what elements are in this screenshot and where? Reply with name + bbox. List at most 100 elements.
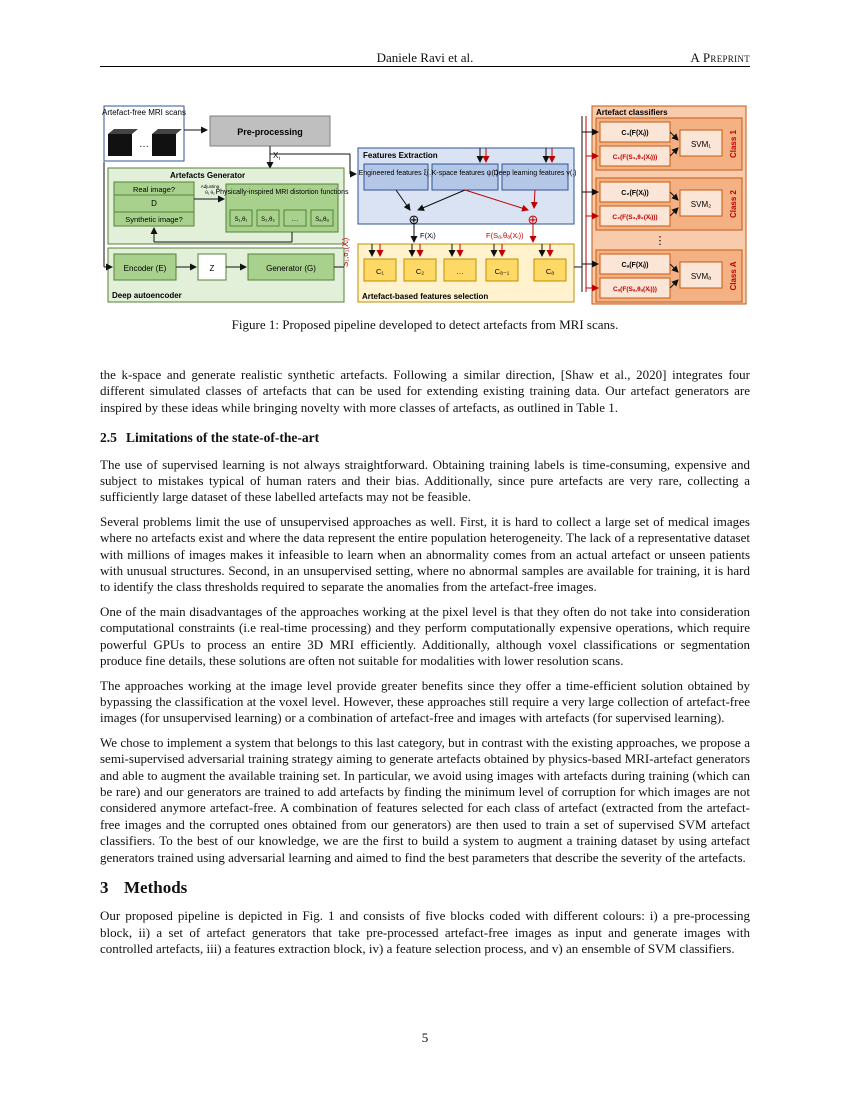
selection-box xyxy=(485,258,519,282)
section-3-heading: 3 Methods xyxy=(100,877,750,897)
selection-box-label: C₁ xyxy=(376,267,384,276)
selection-box xyxy=(363,258,397,282)
class-feature-top-label: C₁(F(Xᵢ)) xyxy=(621,130,648,137)
paragraph: We chose to implement a system that belo… xyxy=(100,734,750,865)
classifiers-title: Artefact classifiers xyxy=(596,108,668,117)
mri-ellipsis: … xyxy=(139,139,149,150)
svm-input-arrow xyxy=(669,147,679,157)
svm-input-arrow xyxy=(669,279,679,289)
section-2-5-heading: 2.5 Limitations of the state-of-the-art xyxy=(100,430,750,446)
z-box xyxy=(197,253,227,281)
mri-input-label: Artefact-free MRI scans xyxy=(102,108,186,117)
section-title: Limitations of the state-of-the-art xyxy=(126,430,320,446)
kspace-label: K-space features ψ(.) xyxy=(432,170,498,177)
z-label: Z xyxy=(210,264,215,273)
engineered-box xyxy=(363,163,429,191)
deep-learning-box xyxy=(501,163,569,191)
svm-label: SVM₂ xyxy=(691,200,711,209)
class-feature-bottom-label: C₁(F(S₁,θ₁(Xᵢ))) xyxy=(613,154,658,161)
paragraph: The use of supervised learning is not al… xyxy=(100,456,750,505)
s-dots-label: … xyxy=(292,216,299,223)
sa-box xyxy=(310,209,334,227)
mri-cube-1-top xyxy=(108,129,138,134)
running-header: Daniele Ravi et al. A Preprint xyxy=(100,50,750,66)
svm-input-arrow xyxy=(669,263,679,273)
body-text: the k-space and generate realistic synth… xyxy=(100,367,750,966)
header-author: Daniele Ravi et al. xyxy=(376,50,474,65)
fs-label: F(Sₐ,θₐ(Xᵢ)) xyxy=(486,231,524,240)
svm-input-arrow xyxy=(669,207,679,217)
oplus-2: ⊕ xyxy=(528,212,539,227)
selection-box-label: … xyxy=(456,267,464,276)
svm-input-arrow xyxy=(669,191,679,201)
header-tag: A Preprint xyxy=(690,50,750,65)
engineered-label: Engineered features ξ(.) xyxy=(359,170,434,177)
encoder-label: Encoder (E) xyxy=(124,264,167,273)
mri-cube-2-top xyxy=(152,129,182,134)
class-feature-bottom-label: C₂(F(S₂,θ₂(Xᵢ))) xyxy=(612,214,657,221)
figure-caption: Figure 1: Proposed pipeline developed to… xyxy=(231,317,619,332)
svm-input-arrow xyxy=(669,131,679,141)
theta-label: θ₁ θ₂ xyxy=(205,190,215,195)
preprocessing-box xyxy=(209,115,331,147)
kspace-box xyxy=(431,163,499,191)
svm-box xyxy=(679,261,723,289)
page-number: 5 xyxy=(421,1030,429,1045)
paragraph: One of the main disadvantages of the app… xyxy=(100,603,750,669)
d-label: D xyxy=(151,199,157,208)
sa-label: Sₐ,θₐ xyxy=(315,217,329,223)
mri-cube-2 xyxy=(152,134,176,156)
selection-box xyxy=(403,258,437,282)
classifiers-vdots: ⋮ xyxy=(655,235,666,247)
encoder-box xyxy=(113,253,177,281)
artefacts-generator-title: Artefacts Generator xyxy=(170,171,245,180)
selection-box-label: Cₐ₋₁ xyxy=(495,267,510,276)
xi-label: X xyxy=(273,151,279,160)
class-label: Class A xyxy=(729,261,738,290)
section-title: Methods xyxy=(124,877,188,897)
selection-box xyxy=(533,258,567,282)
deep-autoencoder-title: Deep autoencoder xyxy=(112,291,182,300)
pipeline-figure: Artefact-free MRI scans … Pre-processing… xyxy=(100,102,750,307)
svm-label: SVM₁ xyxy=(691,140,711,149)
synthetic-image-label: Synthetic image? xyxy=(125,215,183,224)
s-dots-box xyxy=(283,209,307,227)
generator-box xyxy=(247,253,335,281)
class-groups: C₁(F(Xᵢ)) C₁(F(S₁,θ₁(Xᵢ))) SVM₁ Class 1 C₂(F… xyxy=(582,117,743,303)
selection-box-label: Cₐ xyxy=(546,267,554,276)
section-number: 3 xyxy=(100,877,109,897)
deep-learning-label: Deep learning features γ(.) xyxy=(494,170,577,177)
preprocessing-label: Pre-processing xyxy=(237,127,303,137)
real-image-label: Real image? xyxy=(133,185,175,194)
class-label: Class 1 xyxy=(729,129,738,158)
svm-label: SVMₐ xyxy=(691,272,712,281)
physics-title: Physically-inspired MRI distortion funct… xyxy=(215,189,349,196)
s1-box xyxy=(229,209,253,227)
s2-box xyxy=(256,209,280,227)
generator-label: Generator (G) xyxy=(266,264,316,273)
svm-box xyxy=(679,129,723,157)
adjusting-label: Adjusting xyxy=(201,184,220,189)
discriminator-box xyxy=(113,181,195,227)
pipeline-diagram: Artefact-free MRI scans … Pre-processing… xyxy=(102,105,747,305)
paragraph-intro: the k-space and generate realistic synth… xyxy=(100,367,750,415)
paragraph: Several problems limit the use of unsupe… xyxy=(100,513,750,595)
paragraph: Our proposed pipeline is depicted in Fig… xyxy=(100,908,750,957)
section-number: 2.5 xyxy=(100,430,117,446)
side-s-label: S₁,θ₁(Xᵢ) xyxy=(341,237,350,267)
features-extraction-title: Features Extraction xyxy=(363,151,438,160)
header-rule xyxy=(100,66,750,67)
fxi-label: F(Xᵢ) xyxy=(420,231,436,240)
selection-box xyxy=(443,258,477,282)
selection-box-label: C₂ xyxy=(416,267,424,276)
class-feature-top-label: Cₐ(F(Xᵢ)) xyxy=(622,262,649,269)
xi-sub: i xyxy=(279,156,280,162)
class-label: Class 2 xyxy=(729,189,738,218)
paragraph: The approaches working at the image leve… xyxy=(100,677,750,726)
mri-cube-1 xyxy=(108,134,132,156)
class-feature-bottom-label: Cₐ(F(Sₐ,θₐ(Xᵢ))) xyxy=(613,286,657,293)
feature-selection-title: Artefact-based features selection xyxy=(362,292,488,301)
oplus-1: ⊕ xyxy=(409,212,420,227)
svm-box xyxy=(679,189,723,217)
s2-label: S₂,θ₂ xyxy=(261,217,275,223)
